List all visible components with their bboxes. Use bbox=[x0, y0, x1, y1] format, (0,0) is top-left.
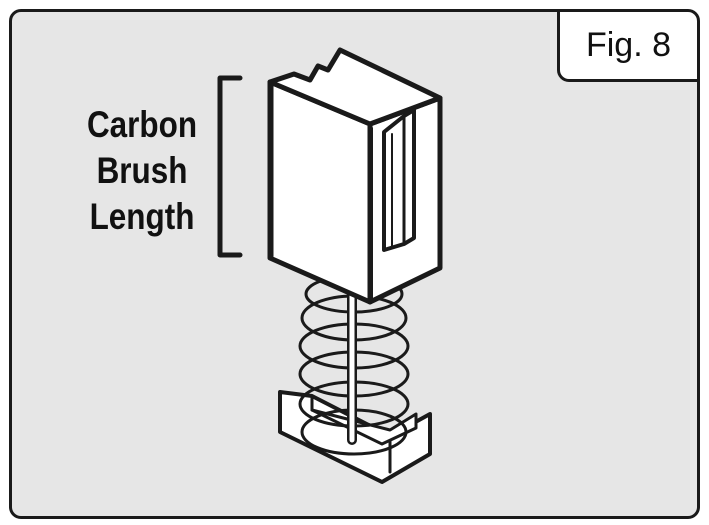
length-bracket bbox=[217, 75, 243, 258]
caption-line-3: Length bbox=[89, 196, 195, 237]
carbon-brush-length-label: Carbon Brush Length bbox=[52, 102, 232, 240]
figure-frame: Fig. 8 Carbon Brush Length bbox=[9, 9, 700, 519]
caption-line-2: Brush bbox=[96, 150, 188, 191]
carbon-brush-block bbox=[267, 47, 443, 305]
carbon-brush-illustration bbox=[217, 47, 443, 484]
caption-line-1: Carbon bbox=[86, 104, 198, 145]
figure-number: Fig. 8 bbox=[557, 12, 697, 82]
